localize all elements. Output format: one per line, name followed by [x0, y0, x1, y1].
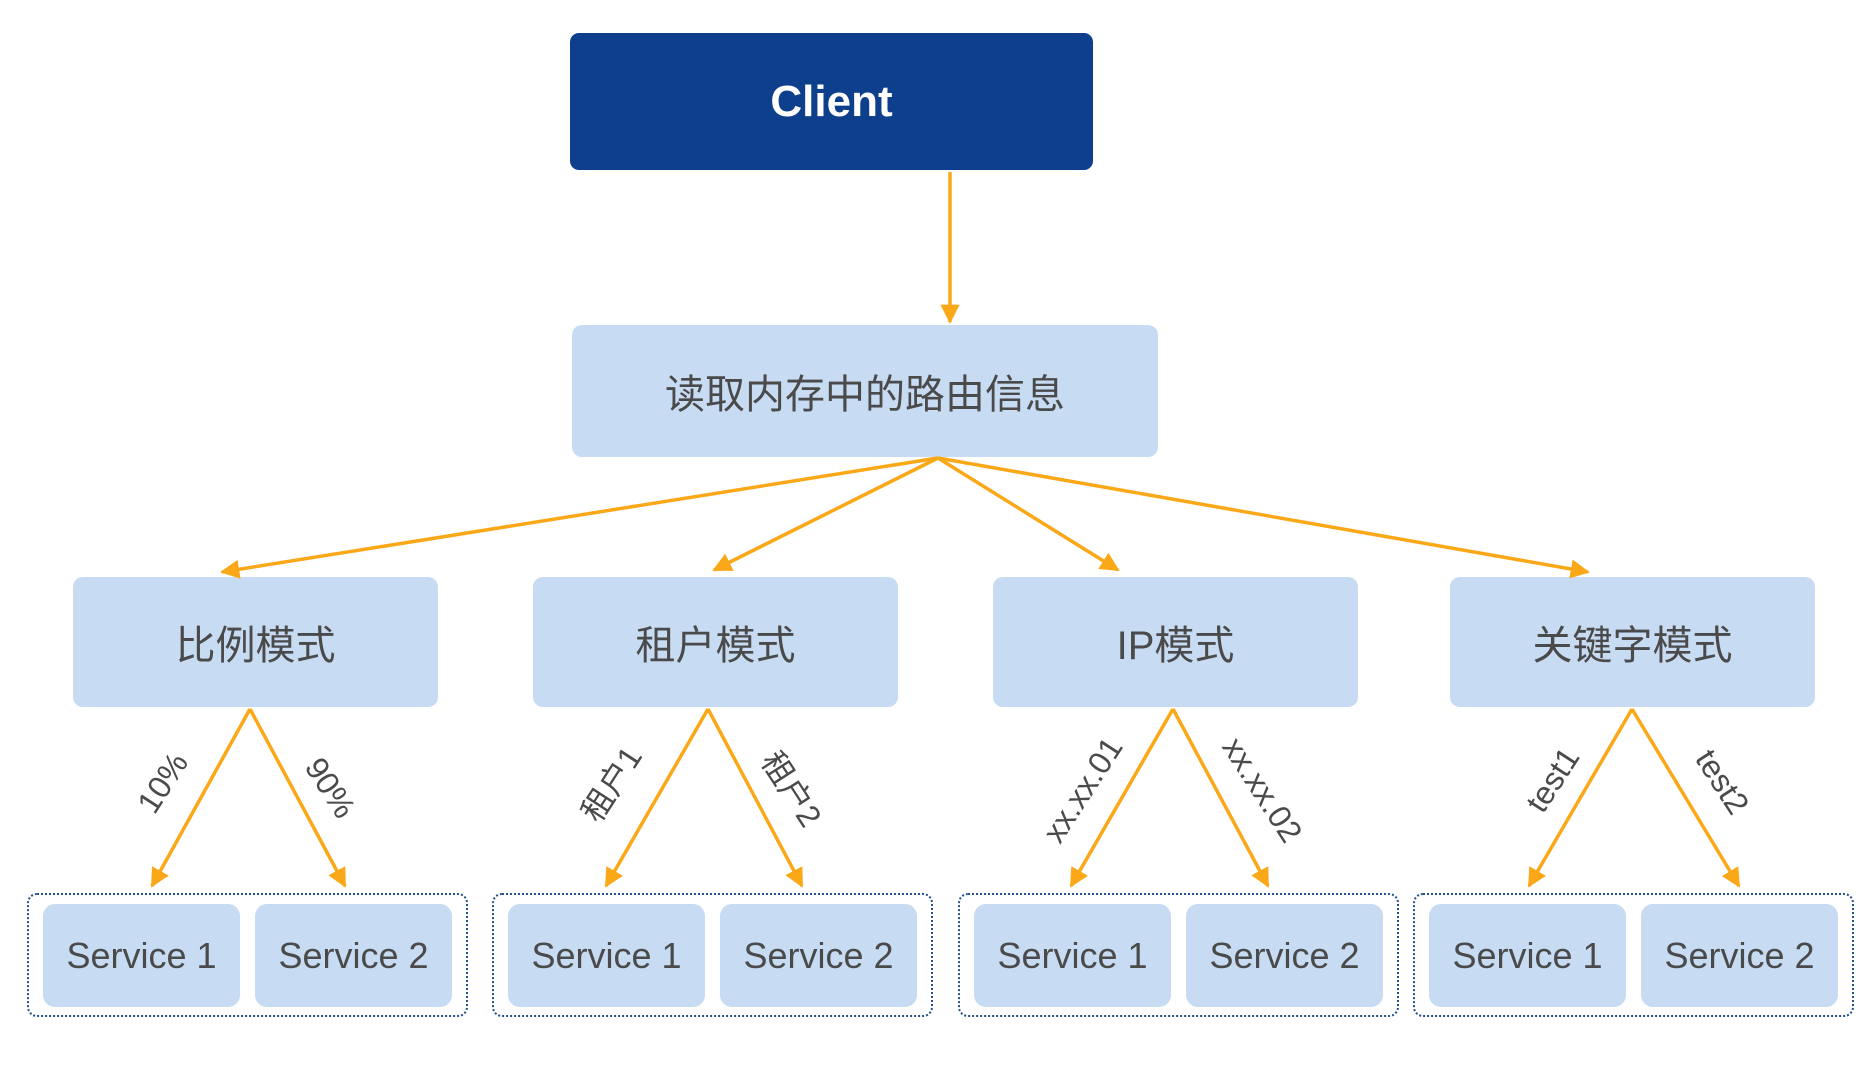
- service-node: Service 1: [974, 904, 1171, 1007]
- service-label: Service 2: [1209, 934, 1360, 976]
- service-label: Service 1: [531, 934, 682, 976]
- service-label: Service 2: [278, 934, 429, 976]
- router-node: 读取内存中的路由信息: [572, 325, 1158, 457]
- router-label: 读取内存中的路由信息: [665, 373, 1065, 417]
- client-node: Client: [570, 33, 1093, 170]
- mode-node-ratio: 比例模式: [73, 577, 438, 707]
- service-node: Service 1: [43, 904, 240, 1007]
- mode-label: 租户模式: [635, 624, 796, 668]
- service-label: Service 2: [743, 934, 894, 976]
- service-label: Service 1: [1452, 934, 1603, 976]
- service-node: Service 2: [1641, 904, 1838, 1007]
- mode-label: 比例模式: [175, 624, 336, 668]
- service-label: Service 1: [997, 934, 1148, 976]
- arrow-router-ratio: [220, 456, 939, 579]
- service-group-ip: Service 1 Service 2: [958, 893, 1399, 1017]
- edge-label-ip-right: xx.xx.02: [1215, 730, 1310, 849]
- edge-label-ip-left: xx.xx.01: [1035, 730, 1130, 849]
- mode-node-ip: IP模式: [993, 577, 1358, 707]
- arrow-router-tenant: [712, 456, 939, 572]
- edge-label-ratio-right: 90%: [297, 751, 363, 825]
- service-label: Service 1: [66, 934, 217, 976]
- service-group-tenant: Service 1 Service 2: [492, 893, 933, 1017]
- arrow-router-ip: [937, 456, 1120, 572]
- service-node: Service 2: [1186, 904, 1383, 1007]
- mode-label: IP模式: [1116, 624, 1235, 668]
- edge-label-ratio-left: 10%: [130, 746, 196, 820]
- service-node: Service 1: [508, 904, 705, 1007]
- edge-label-tenant-left: 租户1: [574, 739, 650, 829]
- arrow-router-keyword: [937, 456, 1590, 579]
- client-label: Client: [770, 76, 893, 126]
- service-group-ratio: Service 1 Service 2: [27, 893, 468, 1017]
- service-label: Service 2: [1664, 934, 1815, 976]
- mode-node-tenant: 租户模式: [533, 577, 898, 707]
- service-node: Service 1: [1429, 904, 1626, 1007]
- mode-node-keyword: 关键字模式: [1450, 577, 1815, 707]
- edge-label-keyword-right: test2: [1688, 742, 1757, 821]
- service-group-keyword: Service 1 Service 2: [1413, 893, 1854, 1017]
- edge-label-keyword-left: test1: [1518, 740, 1587, 819]
- service-node: Service 2: [720, 904, 917, 1007]
- edge-label-tenant-right: 租户2: [753, 744, 829, 834]
- service-node: Service 2: [255, 904, 452, 1007]
- mode-label: 关键字模式: [1532, 624, 1733, 668]
